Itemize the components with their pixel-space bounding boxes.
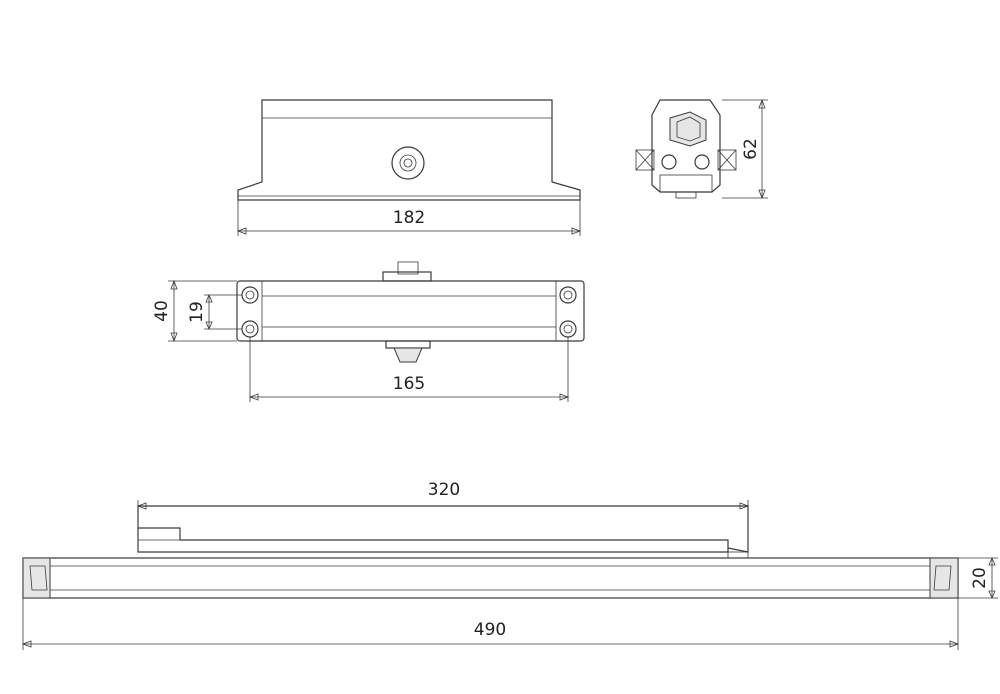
dim-body-length: 182 bbox=[393, 208, 425, 228]
dim-body-height: 62 bbox=[741, 138, 761, 160]
dim-hole-horizontal: 165 bbox=[393, 374, 425, 394]
hex-nut-icon bbox=[669, 111, 707, 147]
mounting-hole-icon bbox=[241, 286, 259, 304]
dim-mount-height: 40 bbox=[152, 300, 172, 322]
dim-slide-length: 320 bbox=[428, 480, 460, 500]
top-view-body: 40 19 165 bbox=[152, 261, 585, 402]
side-view-body: 182 bbox=[236, 99, 582, 236]
dim-hole-vertical: 19 bbox=[187, 301, 207, 323]
slide-arm: 320 bbox=[136, 480, 750, 559]
mounting-hole-icon bbox=[559, 320, 577, 338]
mounting-hole-icon bbox=[241, 320, 259, 338]
end-view-body: 62 bbox=[635, 98, 768, 200]
dim-rail-height: 20 bbox=[970, 567, 990, 589]
dim-rail-length: 490 bbox=[474, 620, 506, 640]
mounting-hole-icon bbox=[559, 286, 577, 304]
guide-rail: 20 490 bbox=[21, 556, 998, 650]
mounting-hole-icon bbox=[661, 154, 677, 170]
mounting-hole-icon bbox=[694, 154, 710, 170]
hex-bolt-icon bbox=[391, 146, 425, 180]
